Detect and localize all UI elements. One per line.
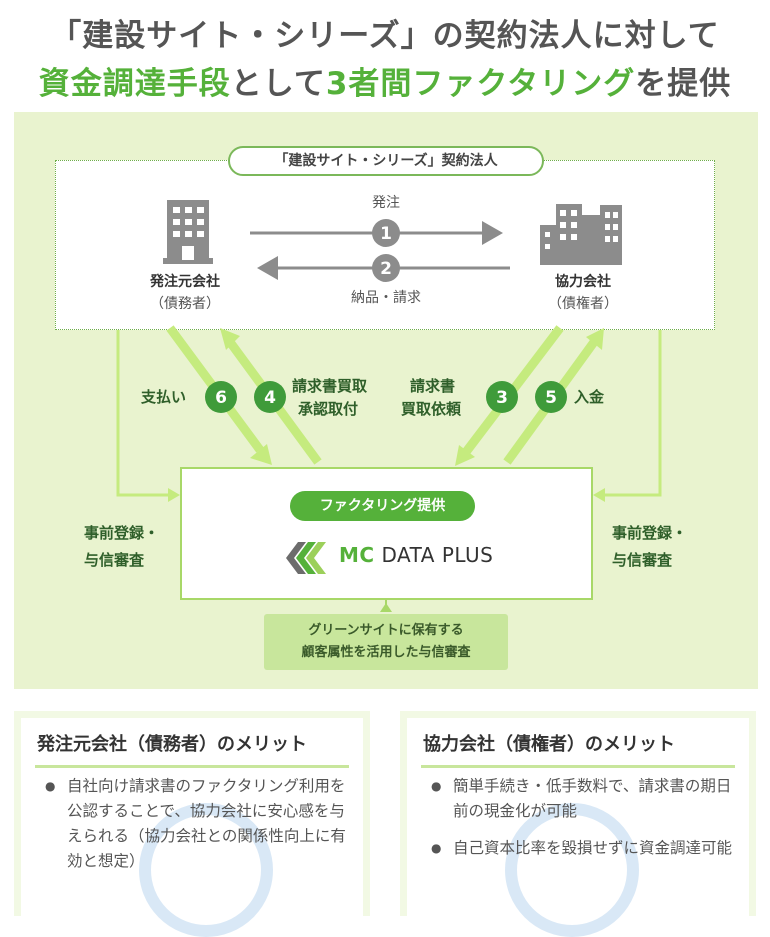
step-4-label: 請求書買取 承認取付 — [292, 375, 392, 421]
mc-data-plus-logo-icon — [286, 542, 326, 574]
factoring-provider-box — [180, 467, 593, 600]
step-5-number: 5 — [545, 388, 557, 408]
step-4-badge — [254, 381, 286, 413]
logo-mc: MC — [339, 543, 375, 567]
headline-emphasis-funding: 資金調達手段 — [38, 66, 231, 102]
creditor-name: 協力会社 — [555, 274, 611, 290]
step-3-label-line-1: 請求書 — [410, 377, 456, 395]
right-registration-line-2: 与信審査 — [612, 551, 673, 569]
step-1-number: 1 — [380, 224, 392, 244]
creditor-merit-item-2: 自己資本比率を毀損せずに資金調達可能 — [431, 836, 743, 861]
debtor-merit-card: 発注元会社（債務者）のメリット 自社向け請求書のファクタリング利用を公認すること… — [14, 711, 370, 937]
purchase-request-arrowhead — [455, 445, 475, 466]
step-6-number: 6 — [215, 388, 227, 408]
step-3-number: 3 — [496, 388, 508, 408]
logo-data-plus: DATA PLUS — [381, 543, 494, 567]
approval-arrowhead — [220, 328, 240, 350]
headline-line-1: 「建設サイト・シリーズ」の契約法人に対して — [50, 18, 720, 54]
green-site-line-1: グリーンサイトに保有する — [308, 623, 464, 638]
creditor-merit-divider — [421, 765, 735, 768]
headline-connector: として — [230, 66, 326, 102]
step-5-label: 入金 — [574, 388, 605, 406]
green-site-credit-check-note: グリーンサイトに保有する 顧客属性を活用した与信審査 — [264, 614, 508, 670]
right-registration-line-1: 事前登録・ — [612, 524, 688, 542]
step-1-badge — [372, 219, 400, 247]
step-2-number: 2 — [380, 259, 392, 279]
debtor-merit-title: 発注元会社（債務者）のメリット — [37, 734, 307, 755]
creditor-role: （債権者） — [548, 296, 618, 312]
contract-company-label: 「建設サイト・シリーズ」契約法人 — [228, 146, 544, 176]
debtor-merit-inner: 発注元会社（債務者）のメリット 自社向け請求書のファクタリング利用を公認すること… — [21, 718, 363, 937]
right-registration-label: 事前登録・ 与信審査 — [612, 520, 687, 574]
right-registration-line — [600, 330, 662, 497]
step-3-label: 請求書 買取依頼 — [401, 375, 485, 421]
creditor-merit-title: 協力会社（債権者）のメリット — [423, 734, 675, 755]
creditor-merit-inner: 協力会社（債権者）のメリット 簡単手続き・低手数料で、請求書の期日前の現金化が可… — [407, 718, 749, 937]
creditor-merit-card: 協力会社（債権者）のメリット 簡単手続き・低手数料で、請求書の期日前の現金化が可… — [400, 711, 756, 937]
mc-data-plus-logo-text: MC DATA PLUS — [339, 543, 493, 567]
right-registration-arrowhead — [593, 488, 605, 502]
step-2-badge — [372, 254, 400, 282]
step-6-label: 支払い — [141, 388, 187, 406]
left-registration-line — [116, 330, 172, 497]
debtor-role: （債務者） — [150, 296, 220, 312]
factoring-provide-badge: ファクタリング提供 — [290, 491, 475, 521]
connector-arrowhead — [380, 603, 392, 612]
step-1-label: 発注 — [372, 195, 400, 211]
step-2-label: 納品・請求 — [351, 290, 421, 306]
left-registration-label: 事前登録・ 与信審査 — [84, 520, 159, 574]
left-registration-line-2: 与信審査 — [84, 551, 145, 569]
payment-arrowhead — [250, 444, 272, 465]
step-4-number: 4 — [264, 388, 276, 408]
step-3-badge — [486, 381, 518, 413]
debtor-building-icon — [163, 200, 213, 264]
creditor-merit-list: 簡単手続き・低手数料で、請求書の期日前の現金化が可能 自己資本比率を毀損せずに資… — [431, 774, 743, 873]
left-registration-arrowhead — [168, 488, 180, 502]
deposit-arrowhead — [586, 328, 604, 350]
debtor-merit-list: 自社向け請求書のファクタリング利用を公認することで、協力会社に安心感を与えられる… — [45, 774, 357, 886]
debtor-name: 発注元会社 — [150, 274, 220, 290]
debtor-merit-item: 自社向け請求書のファクタリング利用を公認することで、協力会社に安心感を与えられる… — [45, 774, 357, 874]
step-3-label-line-2: 買取依頼 — [401, 400, 462, 418]
headline-emphasis-factoring: 3者間ファクタリング — [325, 66, 636, 102]
step-6-badge — [205, 381, 237, 413]
creditor-merit-item-1: 簡単手続き・低手数料で、請求書の期日前の現金化が可能 — [431, 774, 743, 824]
headline-line-2: 資金調達手段として3者間ファクタリングを提供 — [0, 58, 770, 103]
left-registration-line-1: 事前登録・ — [84, 524, 160, 542]
creditor-buildings-icon — [540, 204, 622, 265]
green-site-line-2: 顧客属性を活用した与信審査 — [301, 645, 471, 660]
debtor-merit-divider — [35, 765, 349, 768]
step-4-label-line-2: 承認取付 — [298, 400, 359, 418]
step-4-label-line-1: 請求書買取 — [292, 377, 368, 395]
headline-end: を提供 — [635, 66, 732, 102]
step-5-badge — [535, 381, 567, 413]
